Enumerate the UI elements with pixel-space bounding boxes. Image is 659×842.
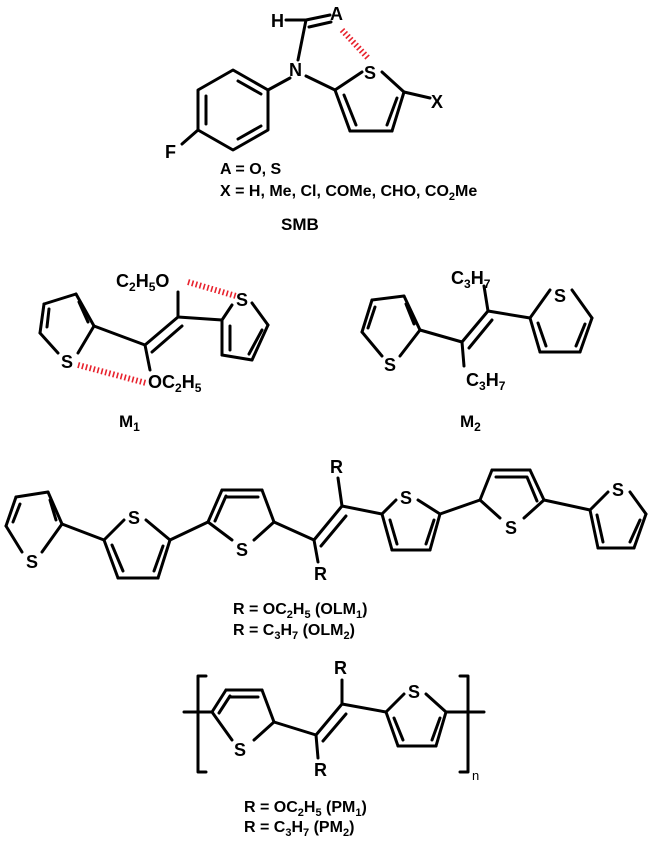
olm-caption-2: R = C3H7 (OLM2) — [233, 622, 355, 642]
smb-atom-h: H — [271, 11, 284, 31]
m1-atom-s-right: S — [236, 290, 248, 310]
m2-atom-s-right: S — [554, 286, 566, 306]
smb-atom-s: S — [364, 63, 376, 83]
pm-atom-r-top: R — [334, 658, 347, 678]
smb-label: SMB — [281, 215, 319, 234]
smb-definition-a: A = O, S — [220, 161, 282, 178]
olm-atom-r-top: R — [330, 457, 343, 477]
m2-label: M2 — [460, 412, 481, 434]
pm-atom-r-bottom: R — [314, 760, 327, 780]
pm-caption-1: R = OC2H5 (PM1) — [244, 799, 367, 819]
smb-definition-x: X = H, Me, Cl, COMe, CHO, CO2Me — [220, 183, 477, 203]
olm-atom-s-3: S — [236, 540, 248, 560]
pm-repeat-n: n — [472, 768, 479, 783]
pm-atom-s-right: S — [408, 682, 420, 702]
m1-label: M1 — [119, 412, 140, 434]
smb-atom-n: N — [289, 60, 302, 80]
pm-structure: S S R R n R = OC2H5 (PM1) R = C3H7 (PM2) — [182, 658, 486, 839]
m1-atom-s-left: S — [61, 352, 73, 372]
olm-caption-1: R = OC2H5 (OLM1) — [233, 601, 367, 621]
smb-atom-x: X — [431, 92, 443, 112]
olm-atom-s-5: S — [505, 518, 517, 538]
pm-caption-2: R = C3H7 (PM2) — [244, 819, 354, 839]
m2-atom-s-left: S — [384, 355, 396, 375]
m2-structure: C3H7 C3H7 S S M2 — [360, 268, 594, 434]
olm-atom-s-2: S — [128, 508, 140, 528]
olm-bonds — [4, 468, 648, 580]
m1-ethoxy-bottom: OC2H5 — [148, 372, 202, 395]
smb-structure: H A N S X F A = O, S X = H, Me, Cl, COMe… — [165, 4, 477, 234]
m2-propyl-bottom: C3H7 — [466, 370, 506, 393]
m1-ethoxy-top: C2H5O — [116, 271, 169, 294]
olm-atom-r-bottom: R — [314, 564, 327, 584]
smb-bonds — [180, 13, 432, 152]
m2-bonds — [360, 284, 594, 368]
m1-bonds — [38, 279, 270, 386]
olm-atom-s-6: S — [612, 480, 624, 500]
olm-structure: S S S S S S R R R = OC2H5 (OLM1) R = C3H… — [4, 457, 648, 642]
smb-atom-f: F — [165, 142, 176, 162]
pm-atom-s-left: S — [234, 740, 246, 760]
olm-atom-s-4: S — [400, 488, 412, 508]
pm-bonds — [182, 674, 486, 774]
m2-propyl-top: C3H7 — [451, 268, 491, 291]
olm-atom-s-1: S — [26, 552, 38, 572]
m1-structure: C2H5O OC2H5 S S M1 — [38, 271, 270, 434]
smb-atom-a: A — [330, 4, 343, 24]
